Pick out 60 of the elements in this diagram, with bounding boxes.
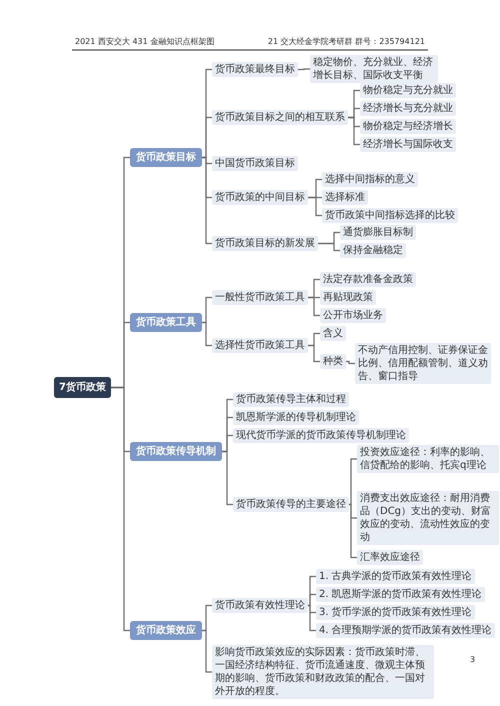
root-topic-box: 7货币政策 [54,377,111,398]
main-topic-box: 货币政策传导机制 [130,442,222,461]
subtopic-box: 公开市场业务 [320,308,386,323]
connector-line [202,630,212,673]
connector-line [222,450,233,506]
connector-line [111,386,130,632]
subtopic-box: 不动产信用控制、证券保证金比例、信用配额管制、道义劝告、窗口指导 [355,343,491,384]
main-topic-box: 货币政策工具 [130,313,202,332]
subtopic-box: 货币政策传导的主要途径 [233,497,349,512]
subtopic-box: 现代货币学派的货币政策传导机制理论 [233,428,409,443]
page-number: 3 [470,655,476,664]
connector-line [349,504,357,558]
subtopic-box: 经济增长与充分就业 [360,101,456,116]
subtopic-box: 含义 [320,326,346,341]
subtopic-box: 一般性货币政策工具 [212,290,308,305]
main-topic-box: 货币政策效应 [130,621,202,640]
subtopic-box: 货币政策的中间目标 [212,190,308,205]
subtopic-box: 物价稳定与充分就业 [360,83,456,98]
subtopic-box: 选择标准 [322,190,368,205]
subtopic-box: 物价稳定与经济增长 [360,119,456,134]
subtopic-box: 凯恩斯学派的传导机制理论 [233,410,359,425]
subtopic-box: 1. 古典学派的货币政策有效性理论 [316,569,475,584]
subtopic-box: 保持金融稳定 [340,243,406,258]
subtopic-box: 投资效应途径：利率的影响、信贷配给的影响、托宾q理论 [357,445,499,473]
subtopic-box: 法定存款准备金政策 [320,272,416,287]
subtopic-box: 2. 凯恩斯学派的货币政策有效性理论 [316,587,485,602]
connector-line [308,594,316,606]
subtopic-box: 稳定物价、充分就业、经济增长目标、国际收支平衡 [310,55,438,83]
header-text: 21 交大经金学院考研群 群号：235794121 [268,36,425,47]
connector-line [202,322,212,346]
connector-line [308,604,316,632]
connector-line [202,156,212,244]
subtopic-box: 影响货币政策效应的实际因素：货币政策时滞、一国经济结构特征、货币流通速度、微观主体预期的影响、货币政策和财政政策的配合、一国对外开放的程度。 [212,645,434,699]
subtopic-box: 货币政策传导主体和过程 [233,392,349,407]
connector-line [318,242,340,252]
subtopic-box: 3. 货币学派的货币政策有效性理论 [316,605,475,620]
header-title: 2021 西安交大 431 金融知识点框架图 [75,36,214,47]
subtopic-box: 货币政策最终目标 [212,62,298,77]
connector-line [308,196,322,216]
subtopic-box: 货币政策有效性理论 [212,598,308,613]
connector-line [348,116,360,146]
subtopic-box: 再贴现政策 [320,290,376,305]
subtopic-box: 货币政策目标之间的相互联系 [212,110,348,125]
subtopic-box: 经济增长与国际收支 [360,137,456,152]
connector-line [308,296,320,316]
subtopic-box: 4. 合理预期学派的货币政策有效性理论 [316,623,495,638]
subtopic-box: 种类 [320,354,346,369]
subtopic-box: 货币政策目标的新发展 [212,236,318,251]
subtopic-box: 选择性货币政策工具 [212,338,308,353]
subtopic-box: 货币政策中间指标选择的比较 [322,208,458,223]
connector-line [298,68,310,70]
connector-line [346,360,355,364]
subtopic-box: 消费支出效应途径：耐用消费品（DCg）支出的变动、财富效应的变动、流动性效应的变动 [357,491,499,545]
connector-line [349,458,357,506]
subtopic-box: 中国货币政策目标 [212,156,298,171]
connector-line [308,344,320,362]
main-topic-box: 货币政策目标 [130,148,202,167]
subtopic-box: 汇率效应途径 [357,550,423,565]
subtopic-box: 通货膨胀目标制 [340,225,416,240]
subtopic-box: 选择中间指标的意义 [322,172,418,187]
